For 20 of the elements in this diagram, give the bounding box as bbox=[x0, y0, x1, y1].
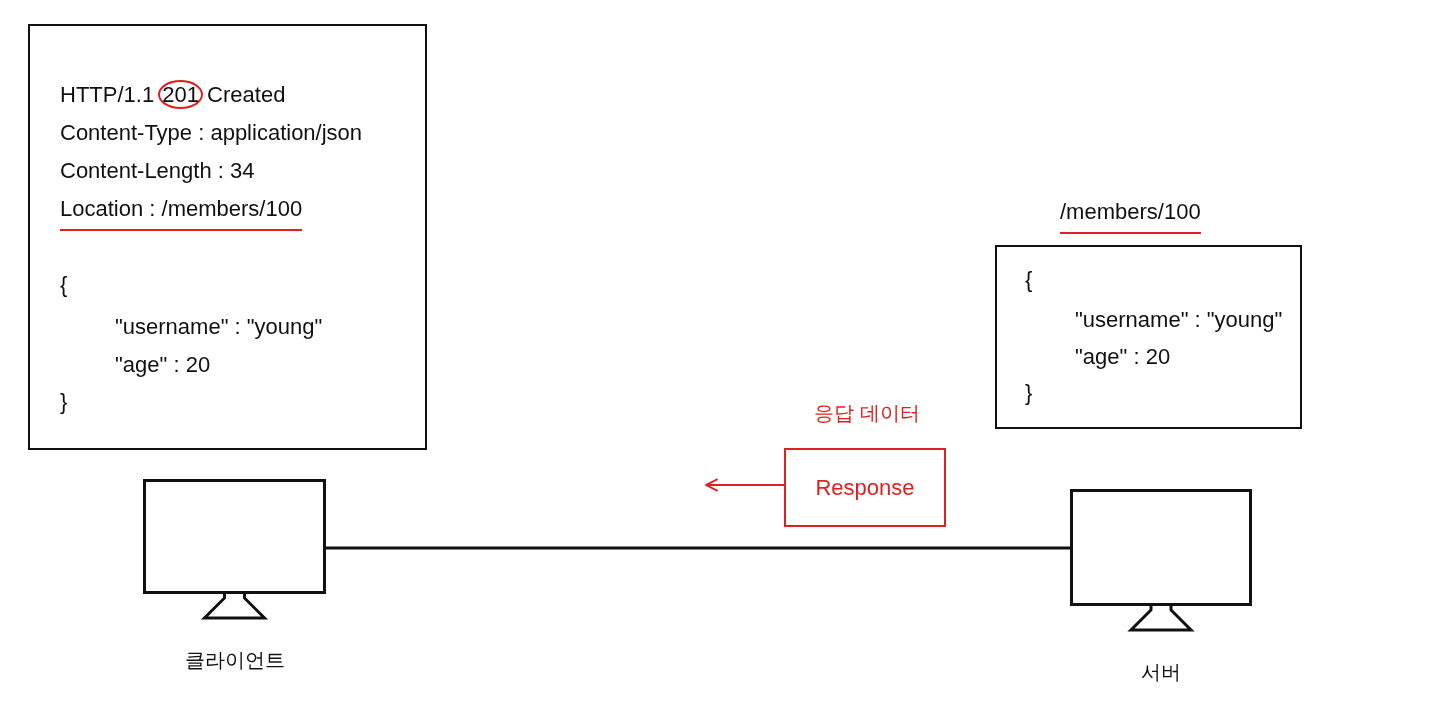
message-box bbox=[28, 24, 427, 450]
code-text: { bbox=[1025, 266, 1033, 294]
code-text: { bbox=[60, 271, 68, 299]
code-text: Content-Type : application/json bbox=[60, 119, 363, 147]
code-text: "age" : 20 bbox=[115, 351, 211, 379]
box-label: Response bbox=[815, 474, 915, 501]
code-text: Location : /members/100 bbox=[60, 195, 303, 231]
caption-text: 서버 bbox=[1140, 660, 1182, 685]
caption-text: 응답 데이터 bbox=[813, 401, 921, 426]
code-text: "username" : "young" bbox=[115, 313, 323, 341]
code-text: HTTP/1.1 201 Created bbox=[60, 81, 286, 109]
code-text: } bbox=[60, 388, 68, 416]
caption-text: 클라이언트 bbox=[183, 648, 286, 673]
code-text: "age" : 20 bbox=[1075, 343, 1171, 371]
code-text: "username" : "young" bbox=[1075, 306, 1283, 334]
code-text: Content-Length : 34 bbox=[60, 157, 255, 185]
code-text: } bbox=[1025, 379, 1033, 407]
code-text: /members/100 bbox=[1060, 198, 1201, 234]
arrow bbox=[705, 478, 785, 492]
connection-line bbox=[326, 546, 1070, 550]
